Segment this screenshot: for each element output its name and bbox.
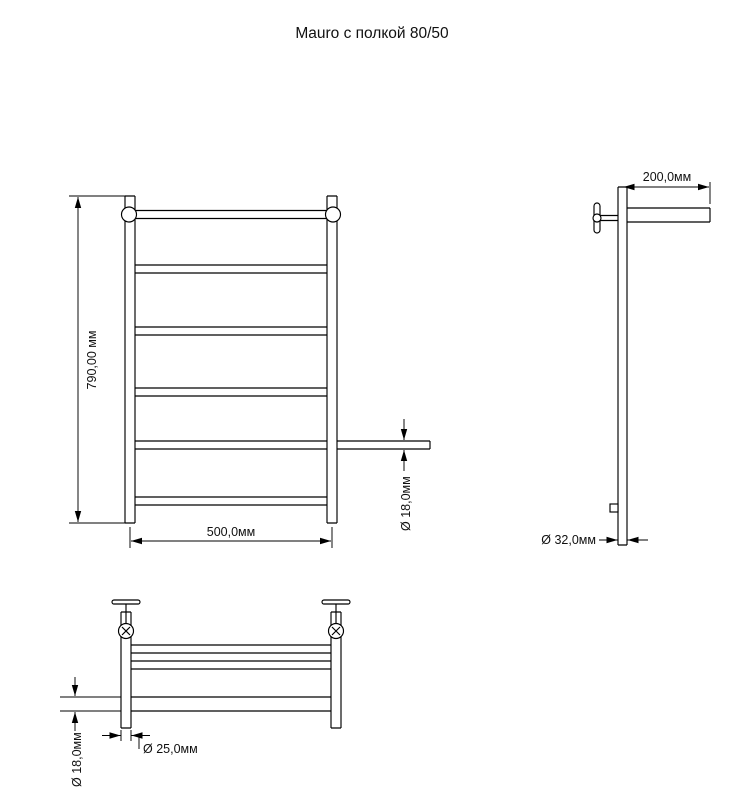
top-view: Ø 18,0мм Ø 25,0мм (60, 599, 351, 787)
top-front-rung (131, 696, 331, 712)
front-top-bar (129, 209, 333, 220)
top-shelf-bars (131, 644, 331, 670)
width-dimension: 500,0мм (129, 525, 333, 548)
side-post-diameter-label: Ø 32,0мм (541, 533, 596, 547)
side-view: 200,0мм Ø 32,0мм (541, 170, 711, 547)
top-post-diameter-dimension: Ø 25,0мм (102, 730, 198, 756)
bracket-stem (600, 214, 618, 222)
shelf-depth-label: 200,0мм (643, 170, 691, 184)
width-extension-lines (129, 527, 333, 548)
shelf-depth-dimension: 200,0мм (623, 170, 711, 204)
top-tube-extension-lines (60, 696, 121, 712)
top-left-bracket (111, 599, 141, 640)
bracket-screw (592, 213, 602, 223)
top-right-bracket-cross (331, 626, 341, 636)
front-rungs (135, 264, 327, 506)
top-tube-diameter-label: Ø 18,0мм (70, 732, 84, 787)
top-left-bracket-cross (121, 626, 131, 636)
side-post-diameter-dimension: Ø 32,0мм (541, 533, 648, 547)
side-shelf (627, 207, 711, 223)
height-extension-lines (69, 195, 125, 524)
side-post (617, 186, 628, 546)
front-view: 790,00 мм 500,0мм Ø 18,0мм (69, 195, 431, 548)
side-lower-fixing (609, 503, 619, 513)
height-dimension: 790,00 мм (69, 195, 125, 524)
front-top-bar-right-holder (324, 206, 342, 223)
page-title: Mauro с полкой 80/50 (295, 25, 449, 42)
top-right-bracket (321, 599, 351, 640)
top-post-extension-lines (120, 730, 132, 741)
width-dimension-label: 500,0мм (207, 525, 255, 539)
top-post-diameter-label: Ø 25,0мм (143, 742, 198, 756)
side-wall-bracket (592, 202, 618, 234)
front-posts (124, 195, 338, 524)
top-left-bracket-bar (111, 599, 141, 605)
front-top-bar-left-holder (120, 206, 138, 223)
height-dimension-label: 790,00 мм (85, 331, 99, 390)
front-tube-diameter-label: Ø 18,0мм (399, 476, 413, 531)
top-tube-diameter-dimension: Ø 18,0мм (60, 677, 121, 787)
front-rung-extension (337, 440, 431, 450)
top-right-bracket-bar (321, 599, 351, 605)
front-tube-diameter-dimension: Ø 18,0мм (399, 419, 413, 531)
